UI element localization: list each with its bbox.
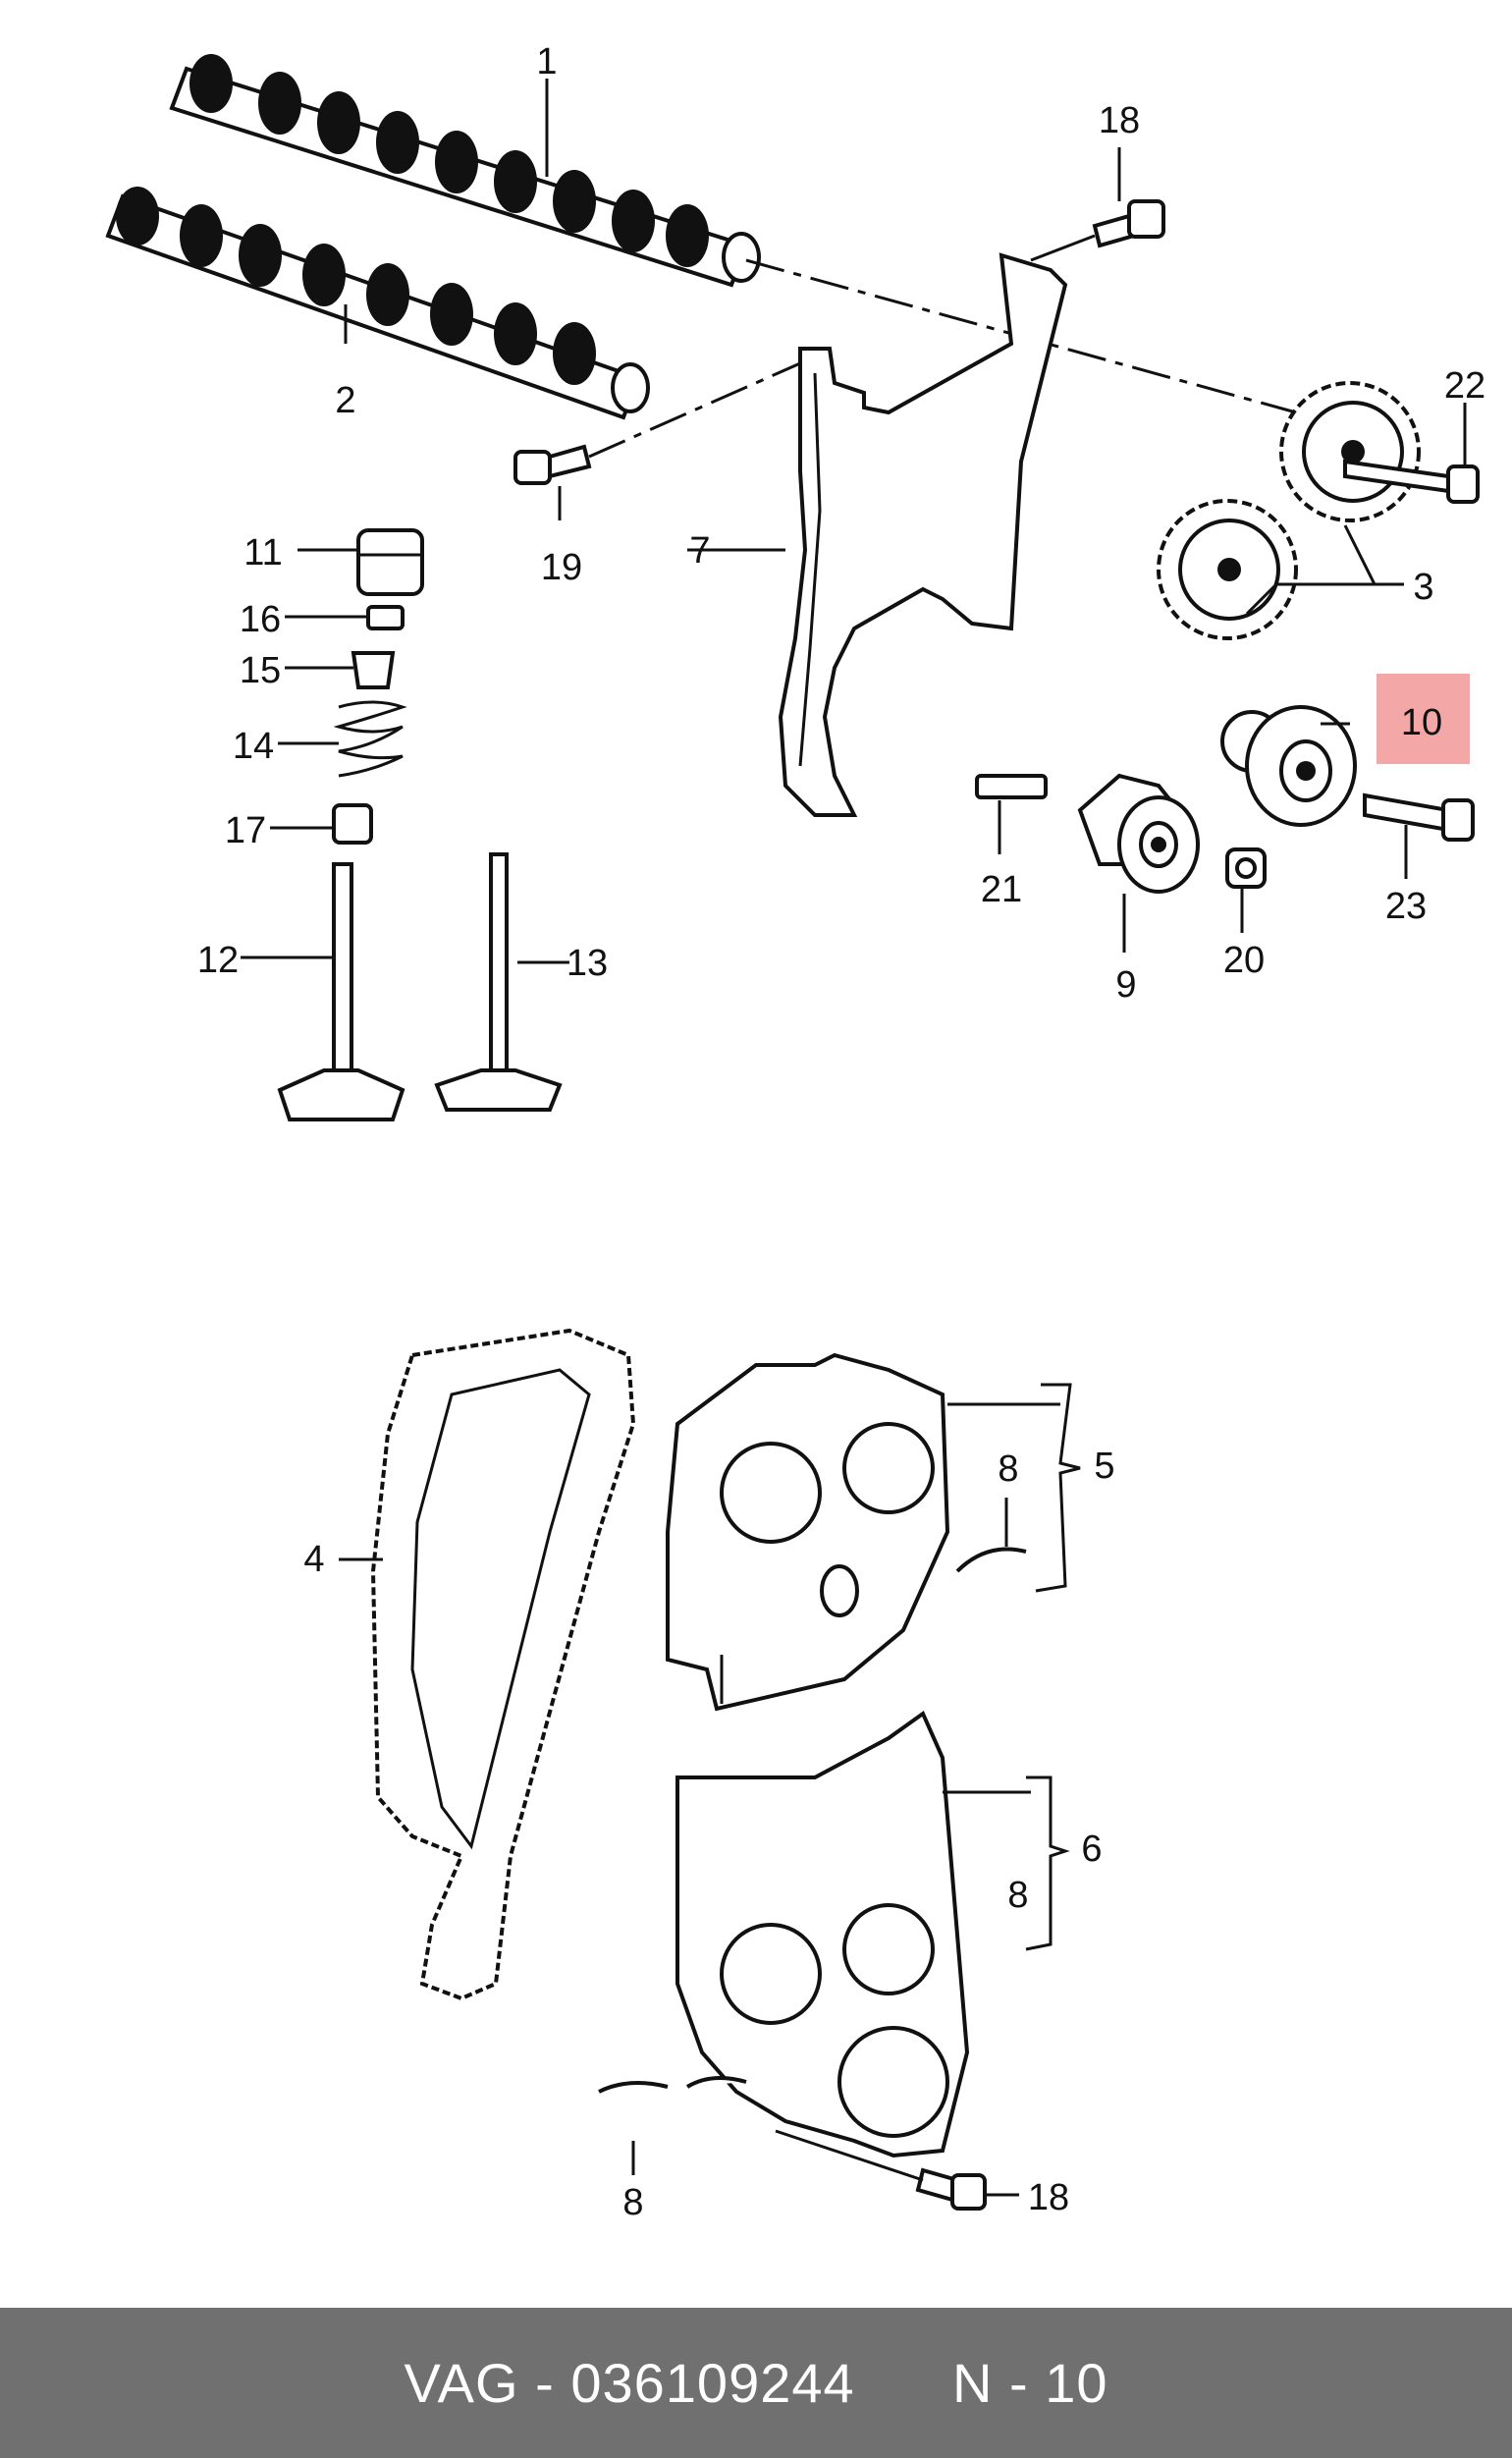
callout-2: 2 [335,380,355,421]
valve-12 [277,862,405,1121]
callout-19: 19 [541,547,582,588]
callout-17: 17 [225,810,266,851]
callout-11: 11 [243,532,282,574]
camshaft-sprocket-3 [1157,381,1421,640]
callout-3: 3 [1413,567,1433,608]
callout-9: 9 [1115,964,1136,1006]
valve-spring-14 [333,700,407,778]
callout-16: 16 [240,599,281,640]
callout-23: 23 [1385,886,1427,927]
footer-separator: - [518,2352,571,2414]
callout-8-middle: 8 [1007,1875,1028,1916]
clip-8-lower-right [685,2076,747,2089]
clip-8-upper [955,1547,1027,1573]
footer-gap [855,2351,952,2415]
callout-4: 4 [303,1539,324,1580]
valve-keeper-16 [366,605,405,630]
spring-seat-15 [351,651,396,689]
callout-18-top: 18 [1099,100,1140,141]
valve-13 [434,852,563,1112]
lower-timing-cover-6 [675,1710,970,2158]
camshaft-2 [105,187,650,420]
callout-22: 22 [1444,365,1485,407]
callout-15: 15 [240,650,281,691]
tensioner-9 [1077,773,1200,894]
callout-1: 1 [536,41,557,82]
callout-6: 6 [1081,1829,1102,1870]
timing-belt-4 [370,1328,636,2001]
footer-part-number: 036109244 [570,2352,855,2414]
idler-roller-10 [1220,705,1357,827]
bolt-19 [513,361,801,485]
callout-21: 21 [981,869,1022,910]
nut-20 [1225,847,1267,889]
clip-8-lower-left [598,2081,669,2094]
highlight-box [1377,674,1470,764]
part-number-footer: VAG - 036109244 N - 10 [0,2308,1512,2458]
valve-seal-17 [332,803,373,845]
footer-position: N - 10 [952,2352,1108,2414]
bolt-23 [1363,792,1475,842]
exploded-parts-diagram: 1 2 3 4 5 6 7 8 8 8 9 10 11 12 13 14 15 … [105,41,1485,2223]
callout-8-upper: 8 [998,1448,1018,1490]
upper-timing-cover-5 [666,1352,950,1712]
callout-14: 14 [233,726,274,767]
callout-5: 5 [1094,1446,1114,1487]
callout-12: 12 [197,940,239,981]
callout-8-bottom: 8 [622,2182,643,2223]
bolt-18-bottom [775,2129,987,2211]
camshaft-1 [169,54,761,288]
callout-7: 7 [689,530,710,572]
bolt-18-top [1030,199,1165,262]
callout-18-bottom: 18 [1028,2177,1069,2218]
leader-lines [241,79,1467,2197]
callout-20: 20 [1223,940,1265,981]
bolt-22 [1343,459,1480,504]
stud-21 [975,774,1048,799]
footer-brand: VAG [404,2352,519,2414]
valve-tappet-11 [356,528,424,596]
inner-timing-cover-7 [778,252,1068,817]
callout-10: 10 [1401,702,1442,743]
callout-13: 13 [567,943,608,984]
